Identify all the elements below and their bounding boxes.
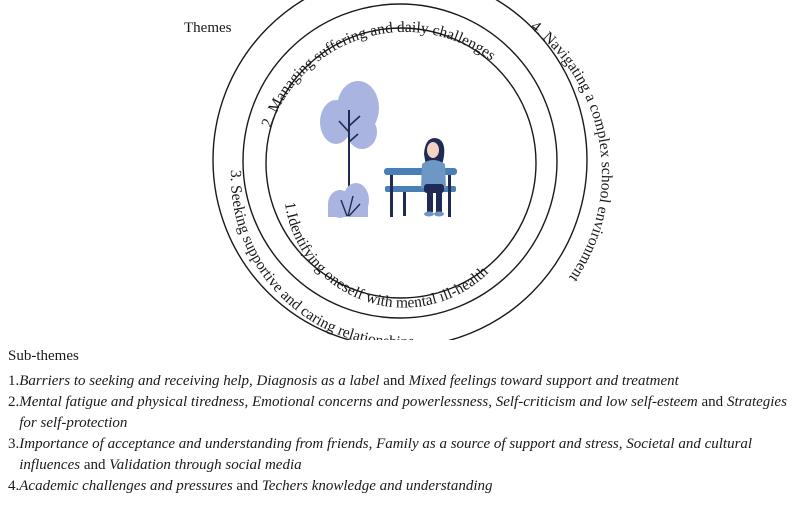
theme-3-number: 3. (227, 170, 244, 182)
subtheme-italic-text: Techers knowledge and understanding (261, 478, 493, 494)
subtheme-item-2: 2. Mental fatigue and physical tiredness… (8, 392, 798, 434)
themes-diagram: 1.Identifying oneself with mental ill-he… (212, 0, 615, 340)
subtheme-number: 1. (8, 373, 20, 389)
subtheme-italic-text: Importance of acceptance and understandi… (19, 436, 753, 473)
theme-label-1: 1.Identifying oneself with mental ill-he… (281, 201, 492, 312)
subthemes-list: 1. Barriers to seeking and receiving hel… (8, 371, 798, 497)
theme-4-text: Navigating a complex school environment (539, 29, 615, 286)
subtheme-number: 3. (8, 436, 20, 452)
subtheme-connector: and (697, 394, 727, 410)
ring-middle (242, 3, 558, 319)
themes-title: Themes (184, 20, 232, 36)
ring-inner (265, 27, 537, 299)
subtheme-connector: and (232, 478, 262, 494)
person-icon (421, 138, 446, 217)
theme-4-number: 4. (527, 18, 547, 39)
subtheme-item-3: 3. Importance of acceptance and understa… (8, 434, 798, 476)
subtheme-connector: and (80, 457, 110, 473)
subthemes-section: Sub-themes 1. Barriers to seeking and re… (8, 346, 798, 497)
tree-icon (320, 81, 379, 216)
theme-label-3: 3.Seeking supportive and caring relation… (227, 170, 415, 340)
subtheme-italic-text: Validation through social media (109, 457, 302, 473)
bush-icon (328, 183, 369, 218)
ring-outer (212, 0, 588, 340)
subtheme-number: 4. (8, 478, 20, 494)
subtheme-text: Mental fatigue and physical tiredness, E… (19, 392, 798, 434)
subtheme-number: 2. (8, 394, 20, 410)
subtheme-text: Barriers to seeking and receiving help, … (19, 371, 798, 392)
subtheme-italic-text: Barriers to seeking and receiving help, … (19, 373, 380, 389)
subtheme-text: Importance of acceptance and understandi… (19, 434, 798, 476)
subthemes-title: Sub-themes (8, 348, 79, 364)
theme-1-number: 1. (281, 201, 300, 215)
theme-label-4: 4.Navigating a complex school environmen… (527, 18, 614, 286)
subtheme-item-1: 1. Barriers to seeking and receiving hel… (8, 371, 798, 392)
subtheme-italic-text: Academic challenges and pressures (19, 478, 233, 494)
theme-2-text: Managing suffering and daily challenges (265, 19, 499, 116)
bench-icon (384, 168, 457, 217)
subtheme-text: Academic challenges and pressures and Te… (19, 476, 798, 497)
subtheme-item-4: 4. Academic challenges and pressures and… (8, 476, 798, 497)
subtheme-connector: and (379, 373, 409, 389)
subtheme-italic-text: Mental fatigue and physical tiredness, E… (19, 394, 698, 410)
subtheme-italic-text: Strategies for self-protection (19, 394, 787, 431)
subtheme-italic-text: Mixed feelings toward support and treatm… (408, 373, 679, 389)
theme-1-text: Identifying oneself with mental ill-heal… (283, 211, 492, 311)
